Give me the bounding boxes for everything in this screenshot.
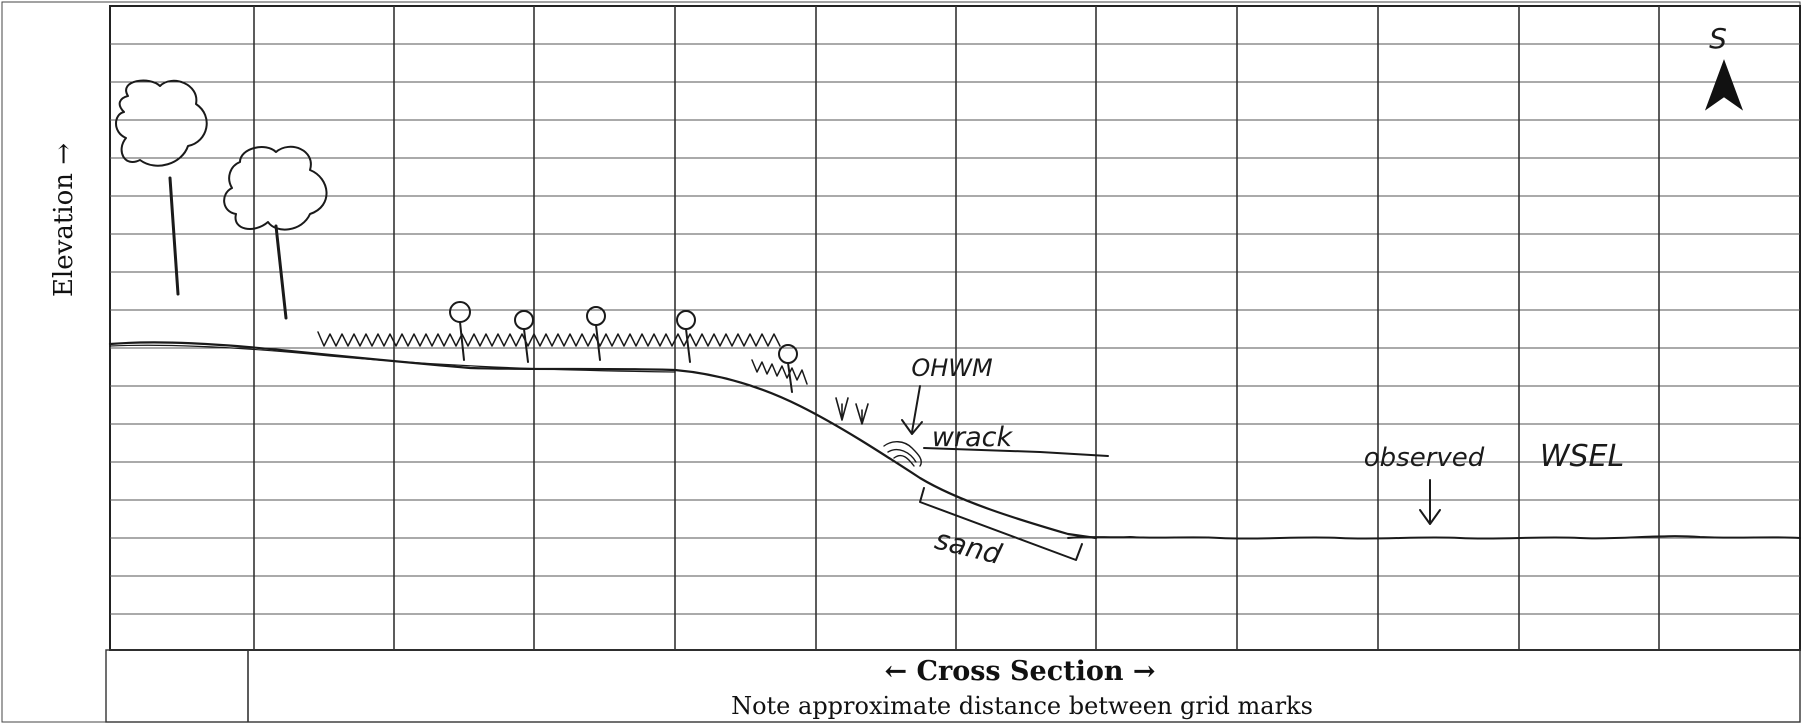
grass-scribble: [317, 331, 808, 385]
water-surface-line: [1067, 535, 1801, 540]
shrub-icon: [586, 306, 606, 361]
elevation-grid: [109, 5, 1801, 651]
emergent-plant-icon: [835, 397, 869, 425]
north-arrow-letter: S: [1709, 22, 1727, 55]
tree-icon: [115, 79, 208, 296]
wrack-annotation: wrack: [923, 422, 1109, 457]
label-strip-frame: [105, 649, 1801, 723]
ohwm-label: OHWM: [911, 354, 993, 382]
cross-section-label-strip: ← Cross Section → Note approximate dista…: [105, 649, 1801, 723]
wsel-label: WSEL: [1540, 439, 1624, 474]
wsel-annotation: observed WSEL: [1364, 439, 1624, 525]
shrub-icon: [449, 301, 471, 361]
tree-icon: [223, 145, 328, 320]
y-axis-label: Elevation →: [49, 143, 79, 297]
ohwm-annotation: OHWM: [901, 354, 993, 435]
x-axis-note: Note approximate distance between grid m…: [731, 692, 1313, 720]
x-axis-label: ← Cross Section →: [884, 656, 1155, 687]
shrub-icon: [778, 344, 798, 393]
wrack-pile: [883, 441, 922, 467]
observed-label: observed: [1364, 443, 1485, 473]
north-arrow: S: [1704, 22, 1744, 111]
grid-vertical-lines: [253, 6, 1660, 650]
shrub-icon: [676, 310, 696, 363]
ground-profile: [108, 341, 1098, 540]
shrub-icon: [514, 310, 534, 363]
north-arrow-icon: [1704, 59, 1744, 111]
